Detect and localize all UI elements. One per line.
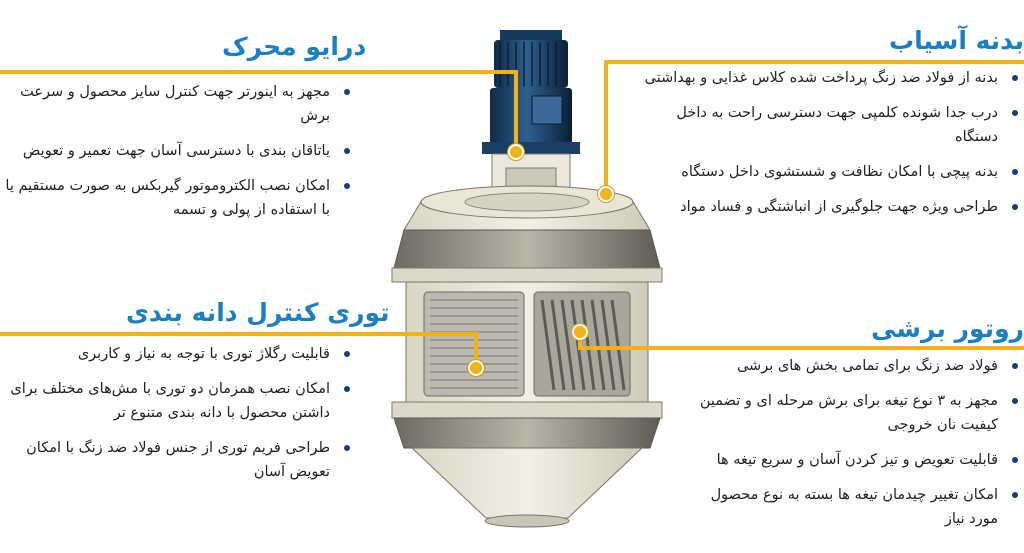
list-item: مجهز به اینورتر جهت کنترل سایز محصول و س…: [0, 80, 352, 128]
list-item: فولاد ضد زنگ برای تمامی بخش های برشی: [680, 354, 1020, 378]
list-item: قابلیت رگلاژ توری با توجه به نیاز و کارب…: [0, 342, 352, 366]
bullet-icon: [1012, 363, 1018, 369]
screen-marker: [468, 360, 484, 376]
list-item: امکان تغییر چیدمان تیغه ها بسته به نوع م…: [680, 483, 1020, 531]
body-list: بدنه از فولاد ضد زنگ پرداخت شده کلاس غذا…: [640, 66, 1020, 230]
mill-machine-illustration: [391, 30, 663, 528]
bullet-icon: [1012, 169, 1018, 175]
bullet-icon: [1012, 75, 1018, 81]
bullet-icon: [344, 351, 350, 357]
rotor-title: روتور برشی: [871, 314, 1024, 343]
list-item: یاتاقان بندی با دسترسی آسان جهت تعمیر و …: [0, 139, 352, 163]
list-item: مجهز به ۳ نوع تیغه برای برش مرحله ای و ت…: [680, 389, 1020, 437]
rotor-list: فولاد ضد زنگ برای تمامی بخش های برشی مجه…: [680, 354, 1020, 542]
body-title: بدنه آسیاب: [889, 26, 1024, 55]
drive-leader-line: [0, 70, 518, 74]
body-leader-drop: [604, 60, 608, 190]
bullet-icon: [1012, 110, 1018, 116]
discharge-hopper: [410, 447, 644, 519]
bullet-icon: [1012, 398, 1018, 404]
rotor-leader-drop: [578, 330, 582, 350]
bullet-icon: [1012, 457, 1018, 463]
list-item: درب جدا شونده کلمپی جهت دسترسی راحت به د…: [640, 101, 1020, 149]
body-marker: [598, 186, 614, 202]
screen-list: قابلیت رگلاژ توری با توجه به نیاز و کارب…: [0, 342, 352, 495]
list-item: قابلیت تعویض و تیز کردن آسان و سریع تیغه…: [680, 448, 1020, 472]
body-leader-line: [604, 60, 1024, 64]
list-item: امکان نصب همزمان دو توری با مش‌های مختلف…: [0, 377, 352, 425]
drive-leader-drop: [514, 70, 518, 148]
list-item: بدنه از فولاد ضد زنگ پرداخت شده کلاس غذا…: [640, 66, 1020, 90]
grinding-chamber: [405, 281, 649, 403]
bullet-icon: [1012, 492, 1018, 498]
list-item: بدنه پیچی با امکان نظافت و شستشوی داخل د…: [640, 160, 1020, 184]
drive-marker: [508, 144, 524, 160]
rotor-leader-line: [578, 346, 1024, 350]
top-lid: [403, 185, 651, 231]
bullet-icon: [1012, 204, 1018, 210]
bullet-icon: [344, 89, 350, 95]
bullet-icon: [344, 183, 350, 189]
screen-leader-line: [0, 332, 478, 336]
list-item: طراحی ویژه جهت جلوگیری از انباشتگی و فسا…: [640, 195, 1020, 219]
bullet-icon: [344, 386, 350, 392]
list-item: امکان نصب الکتروموتور گیربکس به صورت مست…: [0, 174, 352, 222]
screen-leader-drop: [474, 332, 478, 364]
list-item: طراحی فریم توری از جنس فولاد ضد زنگ با ا…: [0, 436, 352, 484]
screen-title: توری کنترل دانه بندی: [126, 298, 390, 327]
drive-list: مجهز به اینورتر جهت کنترل سایز محصول و س…: [0, 80, 352, 233]
bullet-icon: [344, 148, 350, 154]
bullet-icon: [344, 445, 350, 451]
drive-title: درایو محرک: [222, 32, 367, 61]
motor: [482, 30, 580, 154]
rotor-marker: [572, 324, 588, 340]
